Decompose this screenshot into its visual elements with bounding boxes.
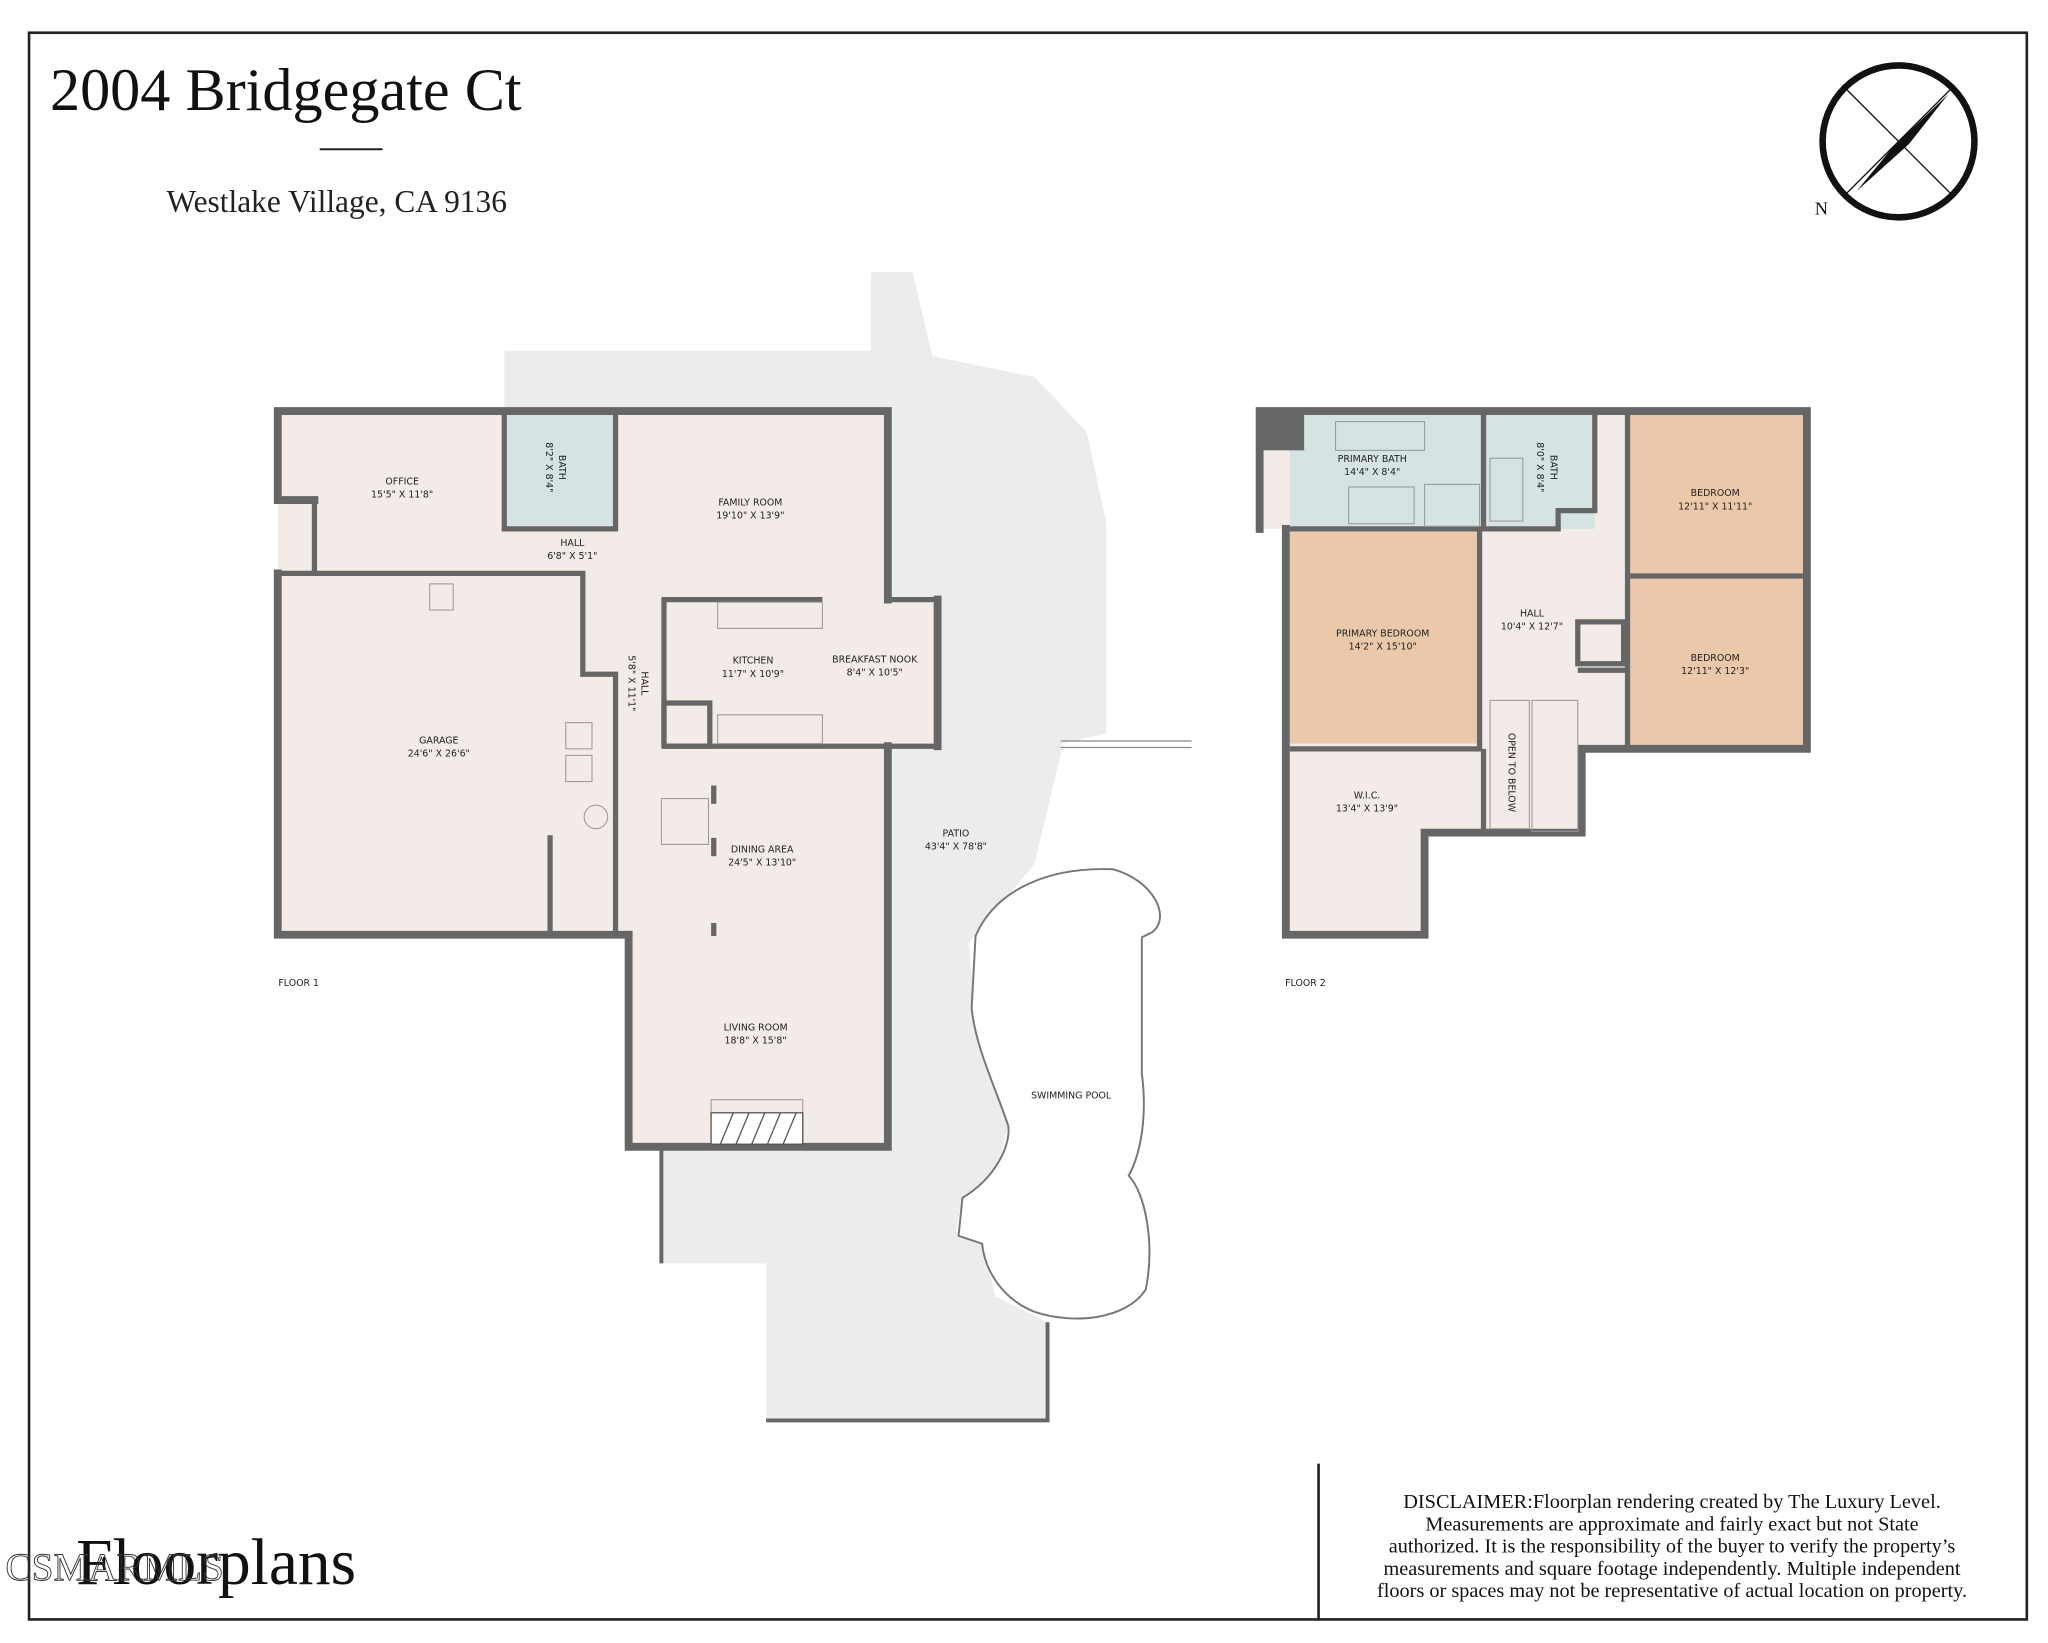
swimming-pool (957, 868, 1161, 1320)
room-name: HALL (639, 671, 650, 696)
svg-text:authorized. It is the responsi: authorized. It is the responsibility of … (1389, 1536, 1956, 1558)
room-size: 24'6" X 26'6" (408, 749, 470, 760)
svg-text:Measurements are approximate a: Measurements are approximate and fairly … (1425, 1513, 1918, 1535)
room-name: GARAGE (419, 736, 458, 747)
floorplans-heading: Floorplans (76, 1527, 356, 1599)
room-size: 8'0" X 8'4" (1534, 442, 1545, 492)
floor-1-label: FLOOR 1 (278, 978, 319, 989)
floor-2-label: FLOOR 2 (1285, 978, 1326, 989)
room-size: 43'4" X 78'8" (925, 842, 987, 853)
floor-1-plan (273, 407, 942, 1151)
property-title: 2004 Bridgegate Ct (50, 57, 522, 124)
compass-icon: N (1815, 62, 1978, 221)
room-size: 18'8" X 15'8" (725, 1035, 787, 1046)
room-name: BEDROOM (1691, 653, 1740, 664)
patio-area (504, 272, 1107, 1421)
sheet-border (27, 31, 2029, 1621)
room-name: OPEN TO BELOW (1505, 733, 1516, 812)
floor-2-plan (1255, 407, 1811, 939)
property-address: Westlake Village, CA 9136 (166, 184, 506, 219)
room-name: FAMILY ROOM (718, 497, 782, 508)
room-size: 5'8" X 11'1" (626, 655, 637, 711)
floor-2-labels: PRIMARY BATH 14'4" X 8'4" BATH 8'0" X 8'… (1285, 442, 1752, 989)
room-size: 12'11" X 11'11" (1678, 501, 1752, 512)
room-name: BEDROOM (1691, 488, 1740, 499)
disclaimer: DISCLAIMER:Floorplan rendering created b… (1377, 1491, 1967, 1602)
svg-text:measurements and square footag: measurements and square footage independ… (1383, 1558, 1960, 1580)
room-size: 10'4" X 12'7" (1501, 622, 1563, 633)
watermark: CSMARMLS (5, 1546, 223, 1589)
svg-text:floors or spaces may not be re: floors or spaces may not be representati… (1377, 1580, 1967, 1602)
floor-1-labels: OFFICE 15'5" X 11'8" BATH 8'2" X 8'4" HA… (278, 442, 1112, 1101)
room-name: HALL (560, 538, 585, 549)
room-name: PATIO (943, 829, 970, 840)
room-name: SWIMMING POOL (1031, 1090, 1112, 1101)
room-size: 12'11" X 12'3" (1681, 666, 1749, 677)
room-size: 13'4" X 13'9" (1336, 804, 1398, 815)
room-name: HALL (1520, 609, 1545, 620)
room-size: 15'5" X 11'8" (371, 489, 433, 500)
room-name: BATH (556, 455, 567, 480)
room-name: PRIMARY BATH (1338, 454, 1407, 465)
room-size: 6'8" X 5'1" (547, 551, 597, 562)
room-size: 8'2" X 8'4" (543, 442, 554, 492)
room-name: W.I.C. (1354, 791, 1381, 802)
room-size: 14'2" X 15'10" (1349, 641, 1417, 652)
room-name: LIVING ROOM (724, 1022, 788, 1033)
room-name: BREAKFAST NOOK (832, 654, 918, 665)
room-name: KITCHEN (733, 656, 774, 667)
room-name: DINING AREA (731, 844, 794, 855)
room-name: PRIMARY BEDROOM (1336, 628, 1429, 639)
room-size: 19'10" X 13'9" (716, 510, 784, 521)
room-name: BATH (1547, 455, 1558, 480)
room-name: OFFICE (385, 476, 419, 487)
room-size: 14'4" X 8'4" (1344, 467, 1400, 478)
room-size: 24'5" X 13'10" (728, 857, 796, 868)
room-size: 8'4" X 10'5" (847, 668, 903, 679)
room-size: 11'7" X 10'9" (722, 669, 784, 680)
compass-north-label: N (1815, 199, 1828, 219)
svg-text:DISCLAIMER:Floorplan rendering: DISCLAIMER:Floorplan rendering created b… (1403, 1491, 1941, 1513)
